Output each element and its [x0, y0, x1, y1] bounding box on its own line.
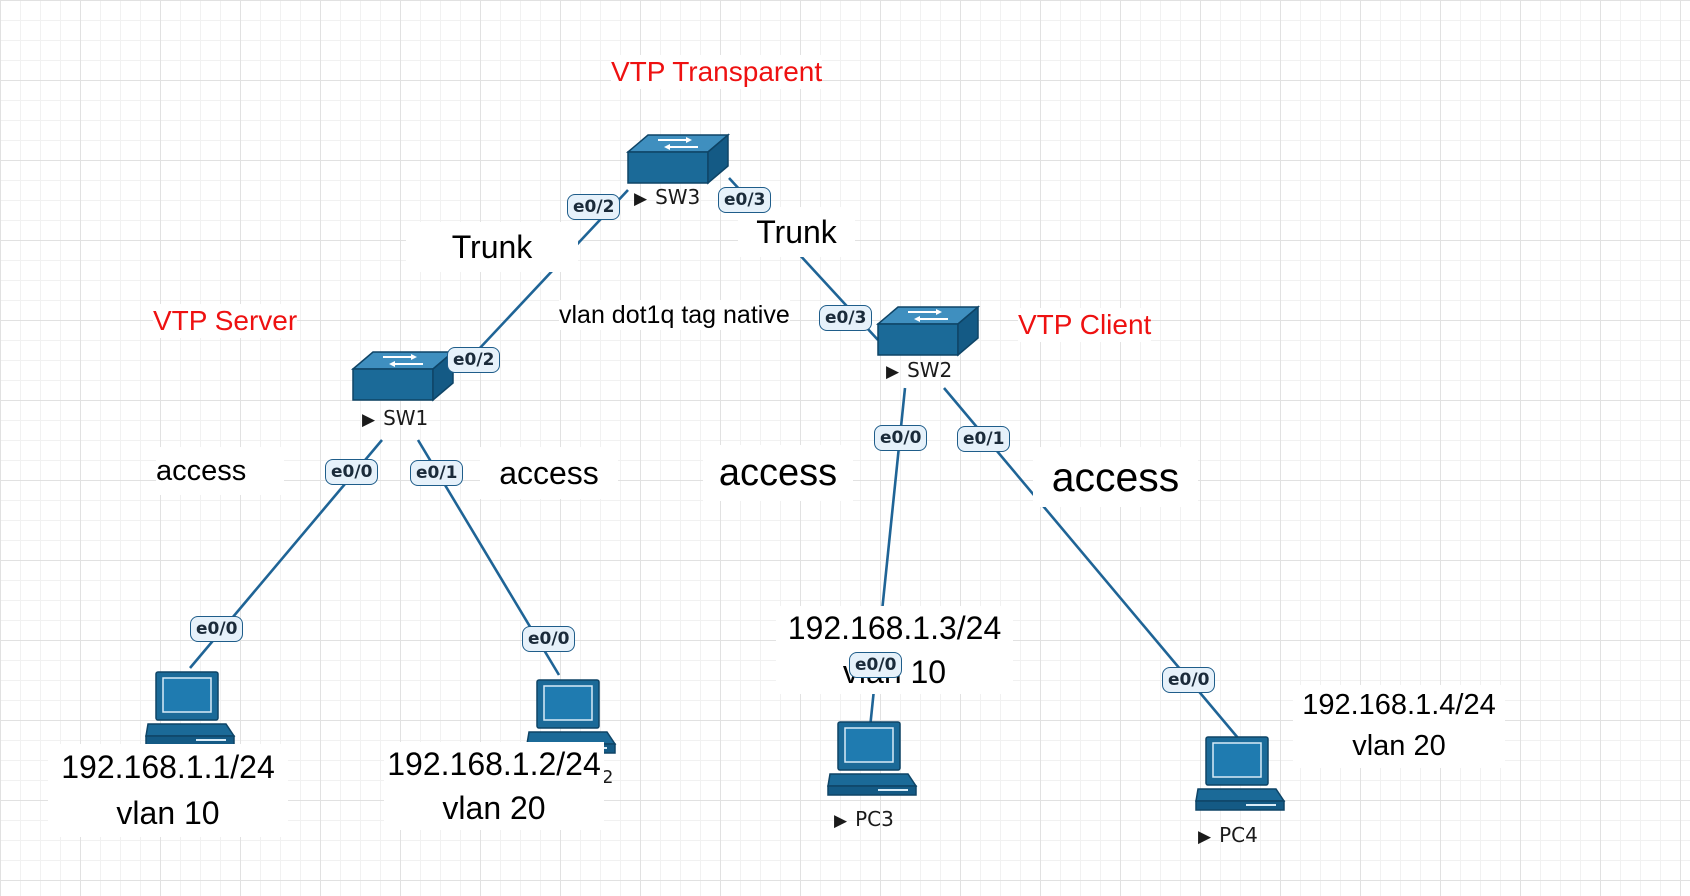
pc3-computer-icon[interactable]	[827, 721, 917, 796]
pc3-ip-address: 192.168.1.3/24	[787, 610, 1002, 646]
pc1-computer-icon[interactable]	[145, 671, 235, 746]
port-pc3-e0-0[interactable]: e0/0	[849, 652, 903, 678]
trunk-label-right: Trunk	[738, 207, 855, 257]
sw2-switch-icon[interactable]	[877, 306, 979, 356]
pc1-vlan: vlan 10	[116, 795, 220, 831]
pc2-info-box: 192.168.1.2/24 vlan 20	[384, 742, 604, 830]
port-sw1-e0-1[interactable]: e0/1	[410, 460, 464, 486]
pc2-name-label: 2	[602, 767, 614, 788]
pc4-ip-address: 192.168.1.4/24	[1302, 689, 1496, 721]
native-vlan-note: vlan dot1q tag native	[559, 300, 790, 330]
play-triangle-icon: ▶	[1198, 827, 1212, 847]
trunk-label-left: Trunk	[406, 222, 578, 272]
sw1-name-label: ▶SW1	[362, 406, 429, 430]
port-sw1-e0-0[interactable]: e0/0	[325, 459, 379, 485]
play-triangle-icon: ▶	[886, 362, 900, 382]
pc1-info-box: 192.168.1.1/24 vlan 10	[48, 744, 288, 837]
sw1-role-label: VTP Server	[153, 304, 298, 338]
port-sw3-e0-2[interactable]: e0/2	[567, 194, 621, 220]
sw3-role-label: VTP Transparent	[611, 55, 823, 89]
sw1-switch-icon[interactable]	[352, 351, 454, 401]
pc4-computer-icon[interactable]	[1195, 736, 1285, 811]
pc2-ip-address: 192.168.1.2/24	[387, 746, 601, 782]
play-triangle-icon: ▶	[362, 410, 376, 430]
pc3-name-label: ▶PC3	[834, 807, 894, 831]
port-sw2-e0-3[interactable]: e0/3	[819, 305, 873, 331]
sw2-name-label: ▶SW2	[886, 358, 953, 382]
pc4-info-box: 192.168.1.4/24 vlan 20	[1293, 685, 1505, 768]
pc3-info-box: 192.168.1.3/24 vlan 10	[776, 606, 1013, 694]
play-triangle-icon: ▶	[634, 189, 648, 209]
port-sw2-e0-1[interactable]: e0/1	[957, 426, 1011, 452]
port-sw3-e0-3[interactable]: e0/3	[718, 187, 772, 213]
pc4-vlan: vlan 20	[1352, 730, 1446, 762]
port-pc4-e0-0[interactable]: e0/0	[1162, 667, 1216, 693]
pc1-ip-address: 192.168.1.1/24	[61, 749, 275, 785]
sw2-role-label: VTP Client	[1018, 308, 1152, 342]
port-pc2-e0-0[interactable]: e0/0	[522, 626, 576, 652]
pc4-name-label: ▶PC4	[1198, 823, 1258, 847]
access-label-sw2-pc3: access	[703, 445, 853, 501]
pc2-vlan: vlan 20	[442, 790, 546, 826]
port-pc1-e0-0[interactable]: e0/0	[190, 616, 244, 642]
sw3-name-label: ▶SW3	[634, 185, 701, 209]
access-label-sw2-pc4: access	[1033, 447, 1198, 507]
access-label-sw1-pc1: access	[156, 447, 284, 495]
port-sw1-e0-2[interactable]: e0/2	[447, 347, 501, 373]
access-label-sw1-pc2: access	[480, 447, 618, 499]
sw3-switch-icon[interactable]	[627, 134, 729, 184]
play-triangle-icon: ▶	[834, 811, 848, 831]
port-sw2-e0-0[interactable]: e0/0	[874, 425, 928, 451]
